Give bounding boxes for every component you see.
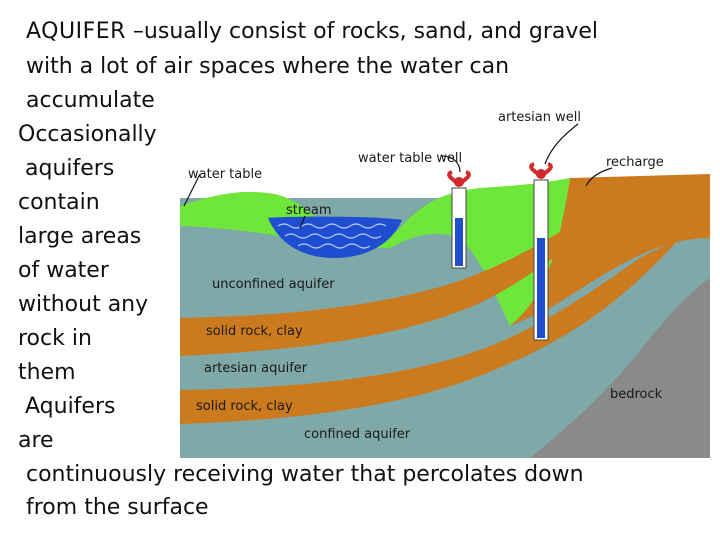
label-water-table: water table [188, 167, 262, 182]
label-bedrock: bedrock [610, 387, 663, 402]
side-line-6: without any [18, 289, 148, 321]
title-line-1: AQUIFER –usually consist of rocks, sand,… [26, 16, 598, 48]
label-confined-aquifer: confined aquifer [304, 427, 411, 442]
side-line-8: them [18, 357, 76, 389]
title-line-3: accumulate [26, 85, 155, 117]
aquifer-diagram: artesian well water table well recharge … [180, 88, 710, 458]
label-solid-rock-clay-1: solid rock, clay [206, 324, 303, 339]
title-line-2: with a lot of air spaces where the water… [26, 51, 509, 83]
side-line-3: contain [18, 187, 100, 219]
side-line-2: aquifers [18, 153, 114, 185]
label-solid-rock-clay-2: solid rock, clay [196, 399, 293, 414]
side-line-1: Occasionally [18, 119, 157, 151]
artesian-well [531, 164, 551, 340]
bottom-line-1: continuously receiving water that percol… [26, 459, 584, 491]
bottom-line-2: from the surface [26, 492, 209, 524]
label-stream: stream [286, 203, 332, 218]
label-artesian-well: artesian well [498, 110, 581, 125]
title-term: AQUIFER [26, 19, 126, 44]
side-line-7: rock in [18, 323, 92, 355]
side-line-4: large areas [18, 221, 141, 253]
title-rest: –usually consist of rocks, sand, and gra… [126, 19, 598, 44]
label-water-table-well: water table well [358, 151, 462, 166]
label-unconfined-aquifer: unconfined aquifer [212, 277, 335, 292]
side-line-5: of water [18, 255, 109, 287]
label-recharge: recharge [606, 155, 664, 170]
label-artesian-aquifer: artesian aquifer [204, 361, 308, 376]
side-line-10: are [18, 425, 54, 457]
side-line-9: Aquifers [18, 391, 115, 423]
